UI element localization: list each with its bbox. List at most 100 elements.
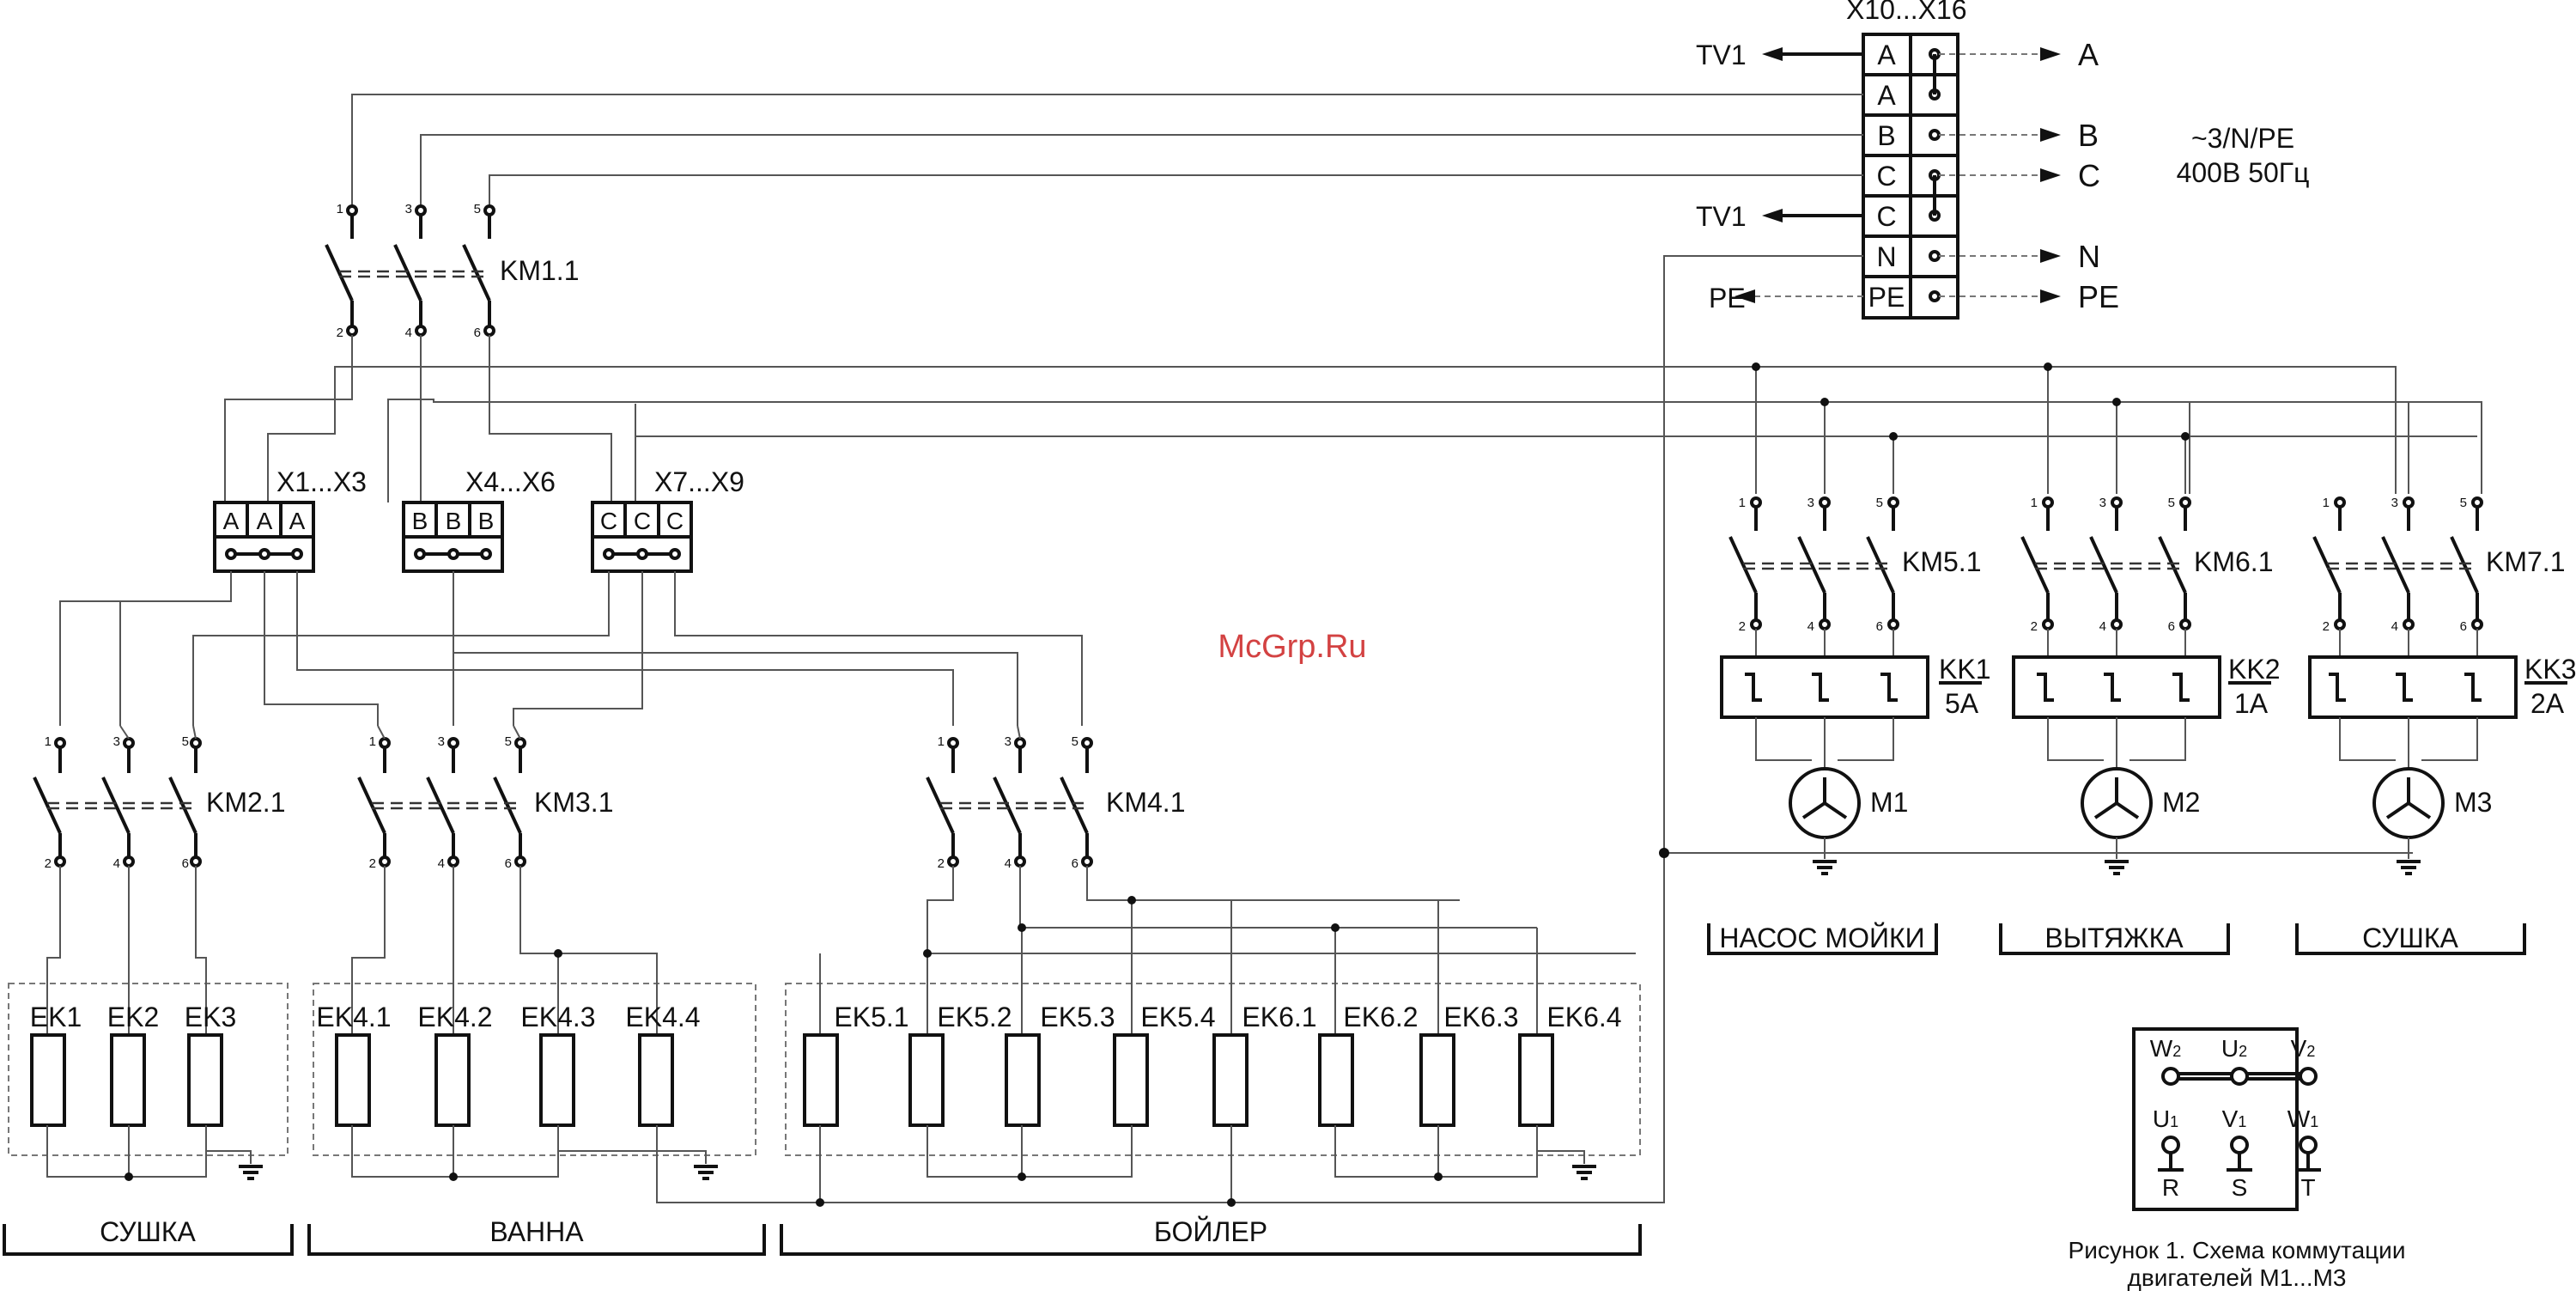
figure-caption: Рисунок 1. Схема коммутации: [2069, 1237, 2406, 1264]
overload-label: KK2: [2228, 654, 2280, 685]
svg-text:B: B: [478, 508, 495, 534]
svg-text:5: 5: [1072, 734, 1078, 749]
heater-label: EK4.3: [520, 1002, 595, 1032]
overload-label: KK1: [1939, 654, 1990, 685]
watermark: McGrp.Ru: [1218, 629, 1366, 665]
svg-text:2: 2: [369, 856, 376, 871]
motor-label: M3: [2454, 787, 2492, 818]
output-label: PE: [2078, 279, 2119, 314]
motor-branch-3: 1 3 5 2 4 6 KM7.1 KK3 2A M3 СУШКА: [2295, 496, 2576, 955]
svg-text:1: 1: [1739, 496, 1746, 510]
supply-spec-line2: 400В 50Гц: [2177, 157, 2310, 188]
svg-text:2: 2: [1739, 619, 1746, 634]
motor-load-label: СУШКА: [2362, 923, 2458, 953]
svg-text:A: A: [289, 508, 306, 534]
svg-text:4: 4: [405, 326, 412, 340]
motor-label: M2: [2162, 787, 2200, 818]
svg-text:B: B: [412, 508, 428, 534]
distribution-wires: [59, 571, 1083, 726]
winding-label: U1: [2153, 1105, 2178, 1132]
phase-label: S: [2232, 1174, 2248, 1201]
svg-text:2: 2: [2031, 619, 2038, 634]
terminal-row-label: PE: [1868, 282, 1905, 313]
svg-text:5: 5: [1876, 496, 1883, 510]
svg-text:A: A: [223, 508, 240, 534]
svg-text:C: C: [634, 508, 651, 534]
svg-text:3: 3: [438, 734, 445, 749]
svg-text:1: 1: [337, 202, 343, 216]
contactor-label: KM6.1: [2194, 546, 2273, 577]
contactor-km1-1: 1 3 5 2 4 6 KM1.1: [325, 202, 579, 340]
heater-label: EK5.2: [937, 1002, 1012, 1032]
terminal-row-label: N: [1876, 241, 1896, 272]
heater-group-bath: EK4.1 EK4.2 EK4.3 EK4.4: [313, 866, 756, 1203]
svg-text:6: 6: [182, 856, 189, 871]
phase-label: T: [2300, 1174, 2315, 1201]
overload-rating: 1A: [2234, 688, 2269, 719]
svg-text:4: 4: [438, 856, 445, 871]
contactor-label: KM1.1: [500, 255, 579, 286]
section-label: ВАННА: [489, 1216, 584, 1247]
svg-text:5: 5: [2168, 496, 2175, 510]
heater-group-boiler: EK5.1 EK5.2 EK5.3 EK5.4 EK6.1 EK6.2 EK6.…: [756, 866, 1664, 1207]
output-label: A: [2078, 37, 2099, 72]
svg-text:3: 3: [113, 734, 120, 749]
overload-label: KK3: [2524, 654, 2576, 685]
svg-text:1: 1: [45, 734, 52, 749]
svg-text:2: 2: [2323, 619, 2330, 634]
phase-label: R: [2162, 1174, 2179, 1201]
motor-label: M1: [1870, 787, 1908, 818]
tv1-label: TV1: [1696, 40, 1747, 70]
overload-rating: 2A: [2530, 688, 2565, 719]
svg-text:6: 6: [505, 856, 512, 871]
svg-text:4: 4: [2391, 619, 2398, 634]
heater-label: EK3: [185, 1002, 236, 1032]
svg-text:4: 4: [2099, 619, 2106, 634]
svg-text:2: 2: [337, 326, 343, 340]
terminal-group-x4-x6: X4...X6 B B B: [402, 466, 556, 573]
svg-text:4: 4: [113, 856, 120, 871]
svg-text:6: 6: [2460, 619, 2467, 634]
contactor-label: KM4.1: [1106, 787, 1185, 818]
terminal-row-label: A: [1877, 80, 1896, 111]
supply-outputs: A B C N PE ~3/N/PE 400В 50Гц: [1939, 37, 2309, 314]
output-label: N: [2078, 239, 2100, 274]
heater-label: EK4.4: [625, 1002, 700, 1032]
svg-text:3: 3: [405, 202, 412, 216]
main-terminal-title: X10...X16: [1846, 0, 1967, 25]
svg-text:1: 1: [369, 734, 376, 749]
heater-label: EK6.4: [1546, 1002, 1621, 1032]
main-terminal-block: X10...X16 A A B C C N PE: [1846, 0, 1967, 320]
output-label: C: [2078, 158, 2100, 193]
heater-label: EK6.1: [1242, 1002, 1316, 1032]
svg-text:3: 3: [1005, 734, 1012, 749]
winding-label: U2: [2221, 1035, 2247, 1062]
contactor-label: KM7.1: [2486, 546, 2565, 577]
motor-load-label: НАСОС МОЙКИ: [1719, 923, 1924, 953]
winding-label: W2: [2150, 1035, 2181, 1062]
motor-branch-1: 1 3 5 2 4 6 KM5.1 KK1 5A M1 НАСОС МОЙКИ: [1707, 496, 1990, 955]
svg-text:5: 5: [2460, 496, 2467, 510]
svg-text:3: 3: [2099, 496, 2106, 510]
contactor-label: KM2.1: [206, 787, 285, 818]
svg-text:A: A: [257, 508, 273, 534]
contactor-label: KM3.1: [534, 787, 613, 818]
terminal-row-label: C: [1876, 161, 1896, 192]
section-label: БОЙЛЕР: [1154, 1216, 1267, 1247]
winding-label: W1: [2287, 1105, 2318, 1132]
motor-wiring-inset: W2 U2 V2 U1 V1 W1 R S T: [2132, 1027, 2321, 1211]
winding-label: V2: [2291, 1035, 2316, 1062]
left-outputs: TV1 TV1 PE: [1696, 40, 1863, 314]
supply-spec-line1: ~3/N/PE: [2191, 123, 2294, 154]
terminal-group-title: X1...X3: [276, 466, 367, 497]
heater-label: EK5.3: [1040, 1002, 1115, 1032]
output-label: B: [2078, 118, 2099, 153]
svg-text:6: 6: [1876, 619, 1883, 634]
svg-text:6: 6: [1072, 856, 1078, 871]
svg-text:B: B: [446, 508, 462, 534]
heater-label: EK2: [107, 1002, 159, 1032]
terminal-row-label: A: [1877, 40, 1896, 70]
svg-text:5: 5: [182, 734, 189, 749]
figure-caption-line2: двигателей М1...М3: [2127, 1264, 2346, 1291]
